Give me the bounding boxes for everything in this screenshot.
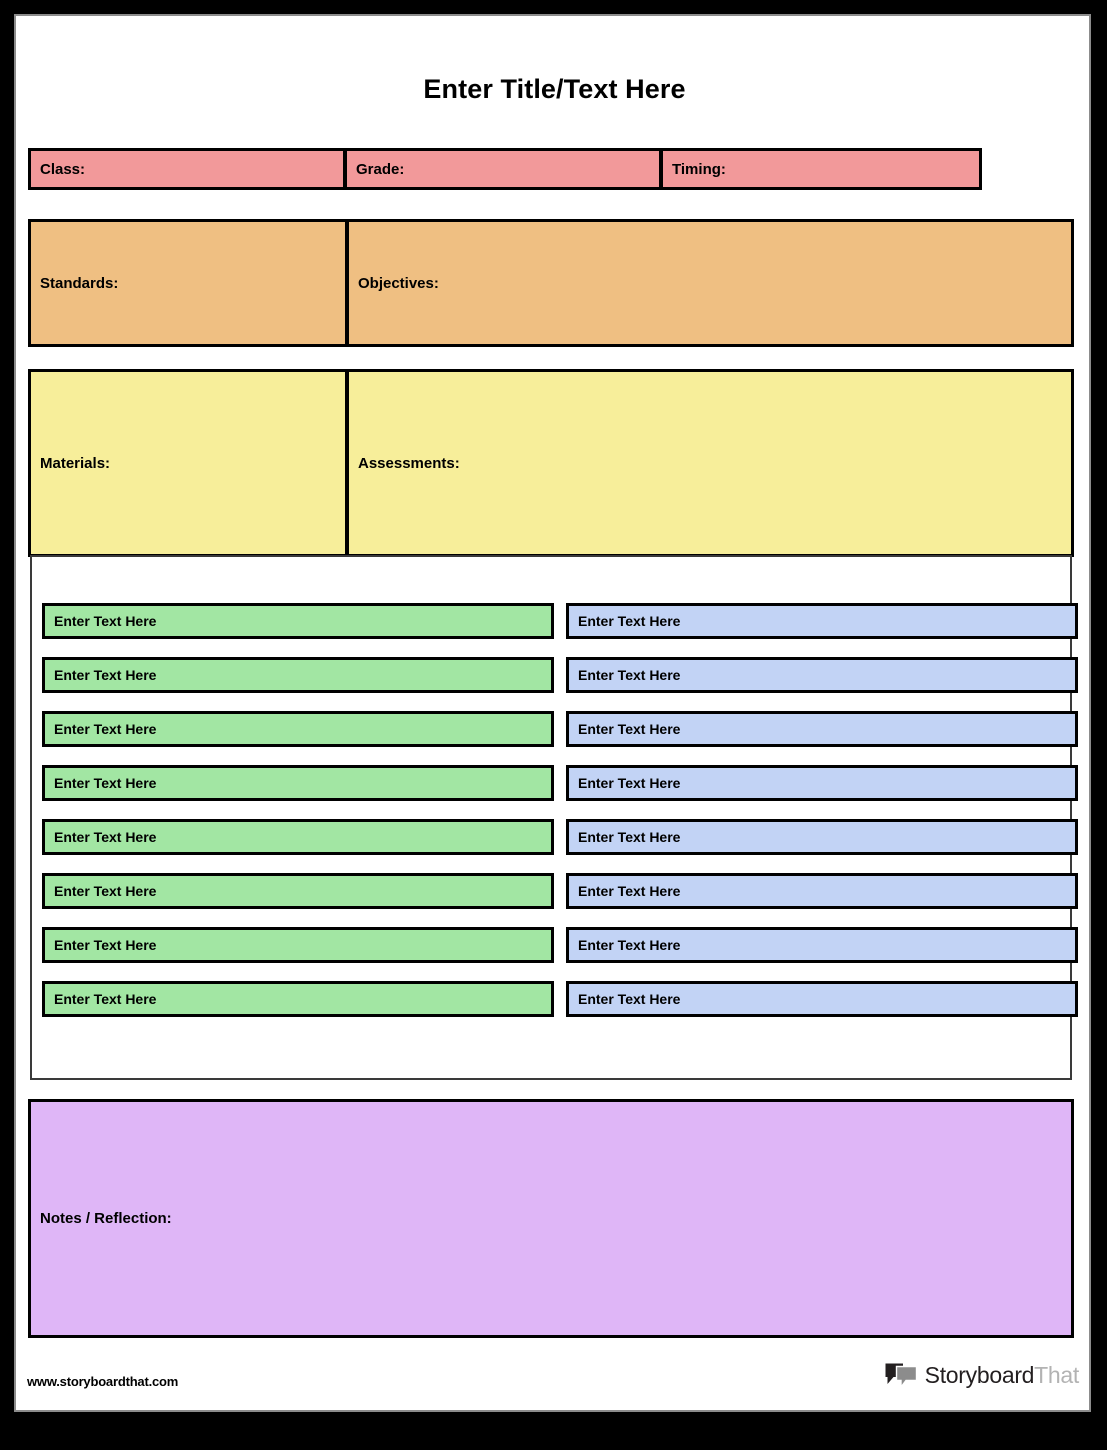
- activity-cell-text: Enter Text Here: [578, 937, 681, 953]
- logo-word-that: That: [1034, 1362, 1079, 1388]
- field-assessments-label: Assessments:: [358, 454, 460, 472]
- activity-cell-left[interactable]: Enter Text Here: [42, 603, 554, 639]
- field-class-label: Class:: [40, 160, 86, 178]
- activity-cell-left[interactable]: Enter Text Here: [42, 765, 554, 801]
- field-class[interactable]: Class:: [28, 148, 346, 190]
- activity-cell-text: Enter Text Here: [578, 721, 681, 737]
- activity-grid: Enter Text Here Enter Text Here Enter Te…: [42, 603, 1078, 1035]
- activity-cell-text: Enter Text Here: [54, 667, 157, 683]
- field-timing[interactable]: Timing:: [660, 148, 982, 190]
- activity-row: Enter Text Here Enter Text Here: [42, 873, 1078, 909]
- speech-bubbles-icon: [885, 1363, 917, 1389]
- class-grade-timing-row: Class: Grade: Timing:: [28, 148, 982, 190]
- field-timing-label: Timing:: [672, 160, 726, 178]
- activity-cell-left[interactable]: Enter Text Here: [42, 657, 554, 693]
- activity-cell-text: Enter Text Here: [578, 775, 681, 791]
- activity-cell-left[interactable]: Enter Text Here: [42, 873, 554, 909]
- activity-row: Enter Text Here Enter Text Here: [42, 927, 1078, 963]
- field-grade-label: Grade:: [356, 160, 405, 178]
- activity-cell-right[interactable]: Enter Text Here: [566, 657, 1078, 693]
- field-notes-reflection[interactable]: Notes / Reflection:: [28, 1099, 1074, 1338]
- activity-cell-right[interactable]: Enter Text Here: [566, 981, 1078, 1017]
- field-materials-label: Materials:: [40, 454, 111, 472]
- activity-cell-right[interactable]: Enter Text Here: [566, 927, 1078, 963]
- activity-cell-text: Enter Text Here: [54, 937, 157, 953]
- field-standards[interactable]: Standards:: [28, 219, 348, 347]
- field-assessments[interactable]: Assessments:: [346, 369, 1074, 557]
- activity-cell-left[interactable]: Enter Text Here: [42, 711, 554, 747]
- activity-cell-text: Enter Text Here: [578, 991, 681, 1007]
- field-materials[interactable]: Materials:: [28, 369, 348, 557]
- activity-cell-text: Enter Text Here: [578, 883, 681, 899]
- activity-row: Enter Text Here Enter Text Here: [42, 657, 1078, 693]
- page-sheet: Enter Title/Text Here Class: Grade: Timi…: [14, 14, 1091, 1412]
- activity-row: Enter Text Here Enter Text Here: [42, 603, 1078, 639]
- logo-word-storyboard: Storyboard: [924, 1362, 1035, 1388]
- activity-cell-text: Enter Text Here: [54, 883, 157, 899]
- page-title[interactable]: Enter Title/Text Here: [423, 74, 686, 104]
- activity-cell-text: Enter Text Here: [578, 829, 681, 845]
- activity-row: Enter Text Here Enter Text Here: [42, 819, 1078, 855]
- activity-cell-right[interactable]: Enter Text Here: [566, 873, 1078, 909]
- standards-objectives-row: Standards: Objectives:: [28, 219, 1074, 347]
- activity-cell-right[interactable]: Enter Text Here: [566, 819, 1078, 855]
- activity-row: Enter Text Here Enter Text Here: [42, 765, 1078, 801]
- storyboardthat-logo[interactable]: StoryboardThat: [884, 1362, 1079, 1389]
- activity-cell-text: Enter Text Here: [54, 829, 157, 845]
- activity-cell-left[interactable]: Enter Text Here: [42, 981, 554, 1017]
- activity-cell-right[interactable]: Enter Text Here: [566, 603, 1078, 639]
- activity-cell-text: Enter Text Here: [54, 775, 157, 791]
- activity-cell-right[interactable]: Enter Text Here: [566, 765, 1078, 801]
- activity-cell-text: Enter Text Here: [578, 613, 681, 629]
- field-standards-label: Standards:: [40, 274, 119, 292]
- activity-cell-text: Enter Text Here: [54, 991, 157, 1007]
- field-objectives-label: Objectives:: [358, 274, 439, 292]
- activity-cell-left[interactable]: Enter Text Here: [42, 927, 554, 963]
- activity-cell-left[interactable]: Enter Text Here: [42, 819, 554, 855]
- footer: www.storyboardthat.com StoryboardThat: [16, 1356, 1093, 1412]
- logo-wordmark: StoryboardThat: [924, 1362, 1080, 1389]
- activity-grid-container: Enter Text Here Enter Text Here Enter Te…: [30, 555, 1078, 1080]
- activity-row: Enter Text Here Enter Text Here: [42, 981, 1078, 1017]
- field-objectives[interactable]: Objectives:: [346, 219, 1074, 347]
- materials-assessments-row: Materials: Assessments:: [28, 369, 1074, 557]
- field-notes-reflection-label: Notes / Reflection:: [40, 1210, 172, 1227]
- footer-url[interactable]: www.storyboardthat.com: [27, 1374, 179, 1389]
- field-grade[interactable]: Grade:: [344, 148, 662, 190]
- activity-row: Enter Text Here Enter Text Here: [42, 711, 1078, 747]
- activity-cell-right[interactable]: Enter Text Here: [566, 711, 1078, 747]
- activity-cell-text: Enter Text Here: [54, 721, 157, 737]
- activity-cell-text: Enter Text Here: [578, 667, 681, 683]
- activity-cell-text: Enter Text Here: [54, 613, 157, 629]
